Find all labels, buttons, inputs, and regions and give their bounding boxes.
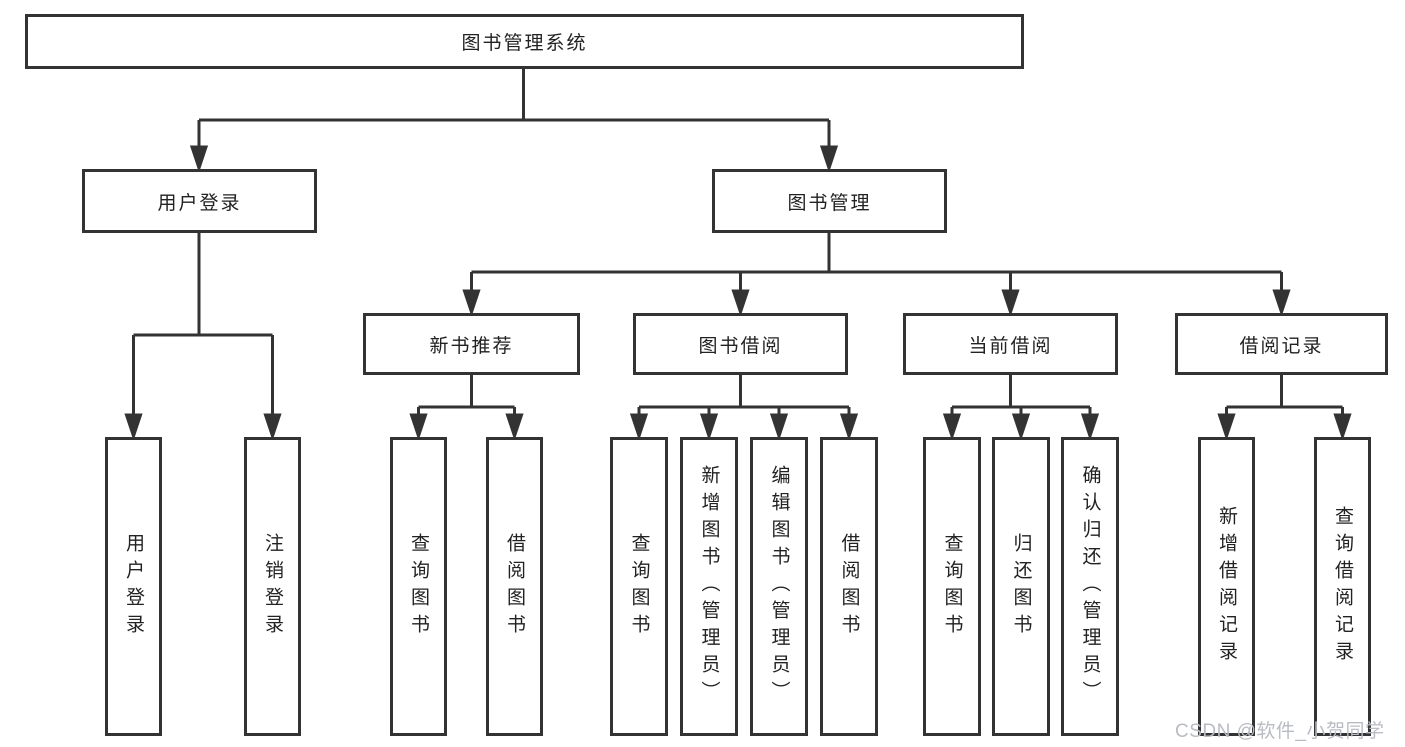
leaf-add-borrow-record: 新增借阅记录 — [1198, 437, 1255, 736]
leaf-add-books-admin: 新增图书（管理员） — [680, 437, 738, 736]
node-current-borrow: 当前借阅 — [903, 313, 1118, 375]
leaf-logout: 注销登录 — [244, 437, 301, 736]
connector-new-book — [409, 375, 524, 441]
leaf-user-login: 用户登录 — [105, 437, 162, 736]
leaf-edit-books-admin: 编辑图书（管理员） — [750, 437, 808, 736]
node-new-book-recommend: 新书推荐 — [363, 313, 580, 375]
leaf-borrow-books-recommend: 借阅图书 — [486, 437, 543, 736]
leaf-query-books-current: 查询图书 — [923, 437, 981, 736]
node-book-borrow: 图书借阅 — [633, 313, 848, 375]
node-user-login: 用户登录 — [82, 169, 317, 233]
leaf-query-books-recommend: 查询图书 — [390, 437, 447, 736]
leaf-query-borrow-record: 查询借阅记录 — [1314, 437, 1371, 736]
node-root-library-system: 图书管理系统 — [25, 14, 1024, 69]
node-book-management: 图书管理 — [712, 169, 947, 233]
connector-book-borrow — [629, 375, 859, 441]
leaf-borrow-books: 借阅图书 — [820, 437, 878, 736]
leaf-query-books-borrow: 查询图书 — [610, 437, 668, 736]
connector-book-management — [462, 233, 1291, 317]
connector-current-borrow — [942, 375, 1100, 441]
connector-borrow-record — [1217, 375, 1352, 441]
leaf-confirm-return-admin: 确认归还（管理员） — [1061, 437, 1119, 736]
connector-root — [189, 69, 839, 173]
node-borrow-record: 借阅记录 — [1175, 313, 1388, 375]
connector-user-login — [124, 233, 282, 441]
leaf-return-books: 归还图书 — [992, 437, 1050, 736]
csdn-watermark: CSDN @软件_小贺同学 — [1175, 721, 1385, 742]
